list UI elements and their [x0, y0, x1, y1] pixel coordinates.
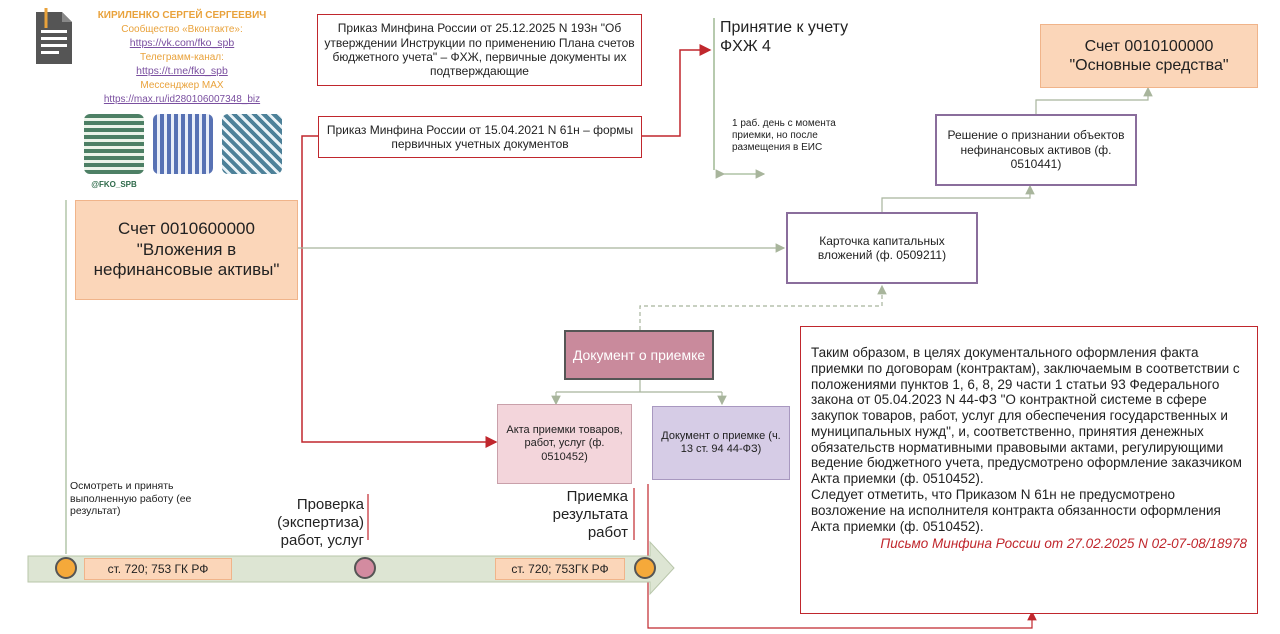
timeline-point-2 — [354, 557, 376, 579]
timeline-tag-1: ст. 720; 753 ГК РФ — [84, 558, 232, 580]
tg-label: Телеграмм-канал: — [140, 52, 224, 63]
acceptance-note: 1 раб. день с момента приемки, но после … — [732, 118, 836, 153]
timeline-point-3 — [634, 557, 656, 579]
timeline-step-2: Проверка (экспертиза) работ, услуг — [277, 496, 364, 549]
timeline-point-1 — [55, 557, 77, 579]
account-06-box: Счет 0010600000 "Вложения в нефинансовые… — [75, 200, 298, 300]
qr-code-icon — [84, 114, 144, 174]
order-193n-box: Приказ Минфина России от 25.12.2025 N 19… — [317, 14, 642, 86]
max-label: Мессенджер MAX — [140, 80, 224, 91]
vk-label: Сообщество «Вконтакте»: — [121, 24, 243, 35]
qr-code-icon — [222, 114, 282, 174]
conclusion-box: Таким образом, в целях документального о… — [800, 326, 1258, 614]
order-61n-box: Приказ Минфина России от 15.04.2021 N 61… — [318, 116, 642, 158]
doc-acceptance-box: Документ о приемке — [564, 330, 714, 380]
card-box: Карточка капитальных вложений (ф. 050921… — [786, 212, 978, 284]
author-handle: @FKO_SPB — [91, 180, 137, 189]
vk-link[interactable]: https://vk.com/fko_spb — [129, 37, 235, 49]
max-link[interactable]: https://max.ru/id280106007348_biz — [103, 94, 261, 105]
document-icon — [32, 6, 76, 68]
author-name: КИРИЛЕНКО СЕРГЕЙ СЕРГЕЕВИЧ — [97, 10, 267, 21]
timeline-step-1: Осмотреть и принять выполненную работу (… — [70, 480, 192, 518]
qr-code-icon — [153, 114, 213, 174]
timeline-tag-2: ст. 720; 753ГК РФ — [495, 558, 625, 580]
letter-reference: Письмо Минфина России от 27.02.2025 N 02… — [880, 536, 1247, 552]
act-box: Акта приемки товаров, работ, услуг (ф. 0… — [497, 404, 632, 484]
acceptance-title: Принятие к учету ФХЖ 4 — [720, 19, 849, 56]
account-01-box: Счет 0010100000 "Основные средства" — [1040, 24, 1258, 88]
timeline-step-3: Приемка результата работ — [552, 488, 628, 541]
decision-box: Решение о признании объектов нефинансовы… — [935, 114, 1137, 186]
tg-link[interactable]: https://t.me/fko_spb — [136, 65, 228, 77]
conclusion-text: Таким образом, в целях документального о… — [811, 345, 1242, 534]
doc-acceptance-2-box: Документ о приемке (ч. 13 ст. 94 44-ФЗ) — [652, 406, 790, 480]
